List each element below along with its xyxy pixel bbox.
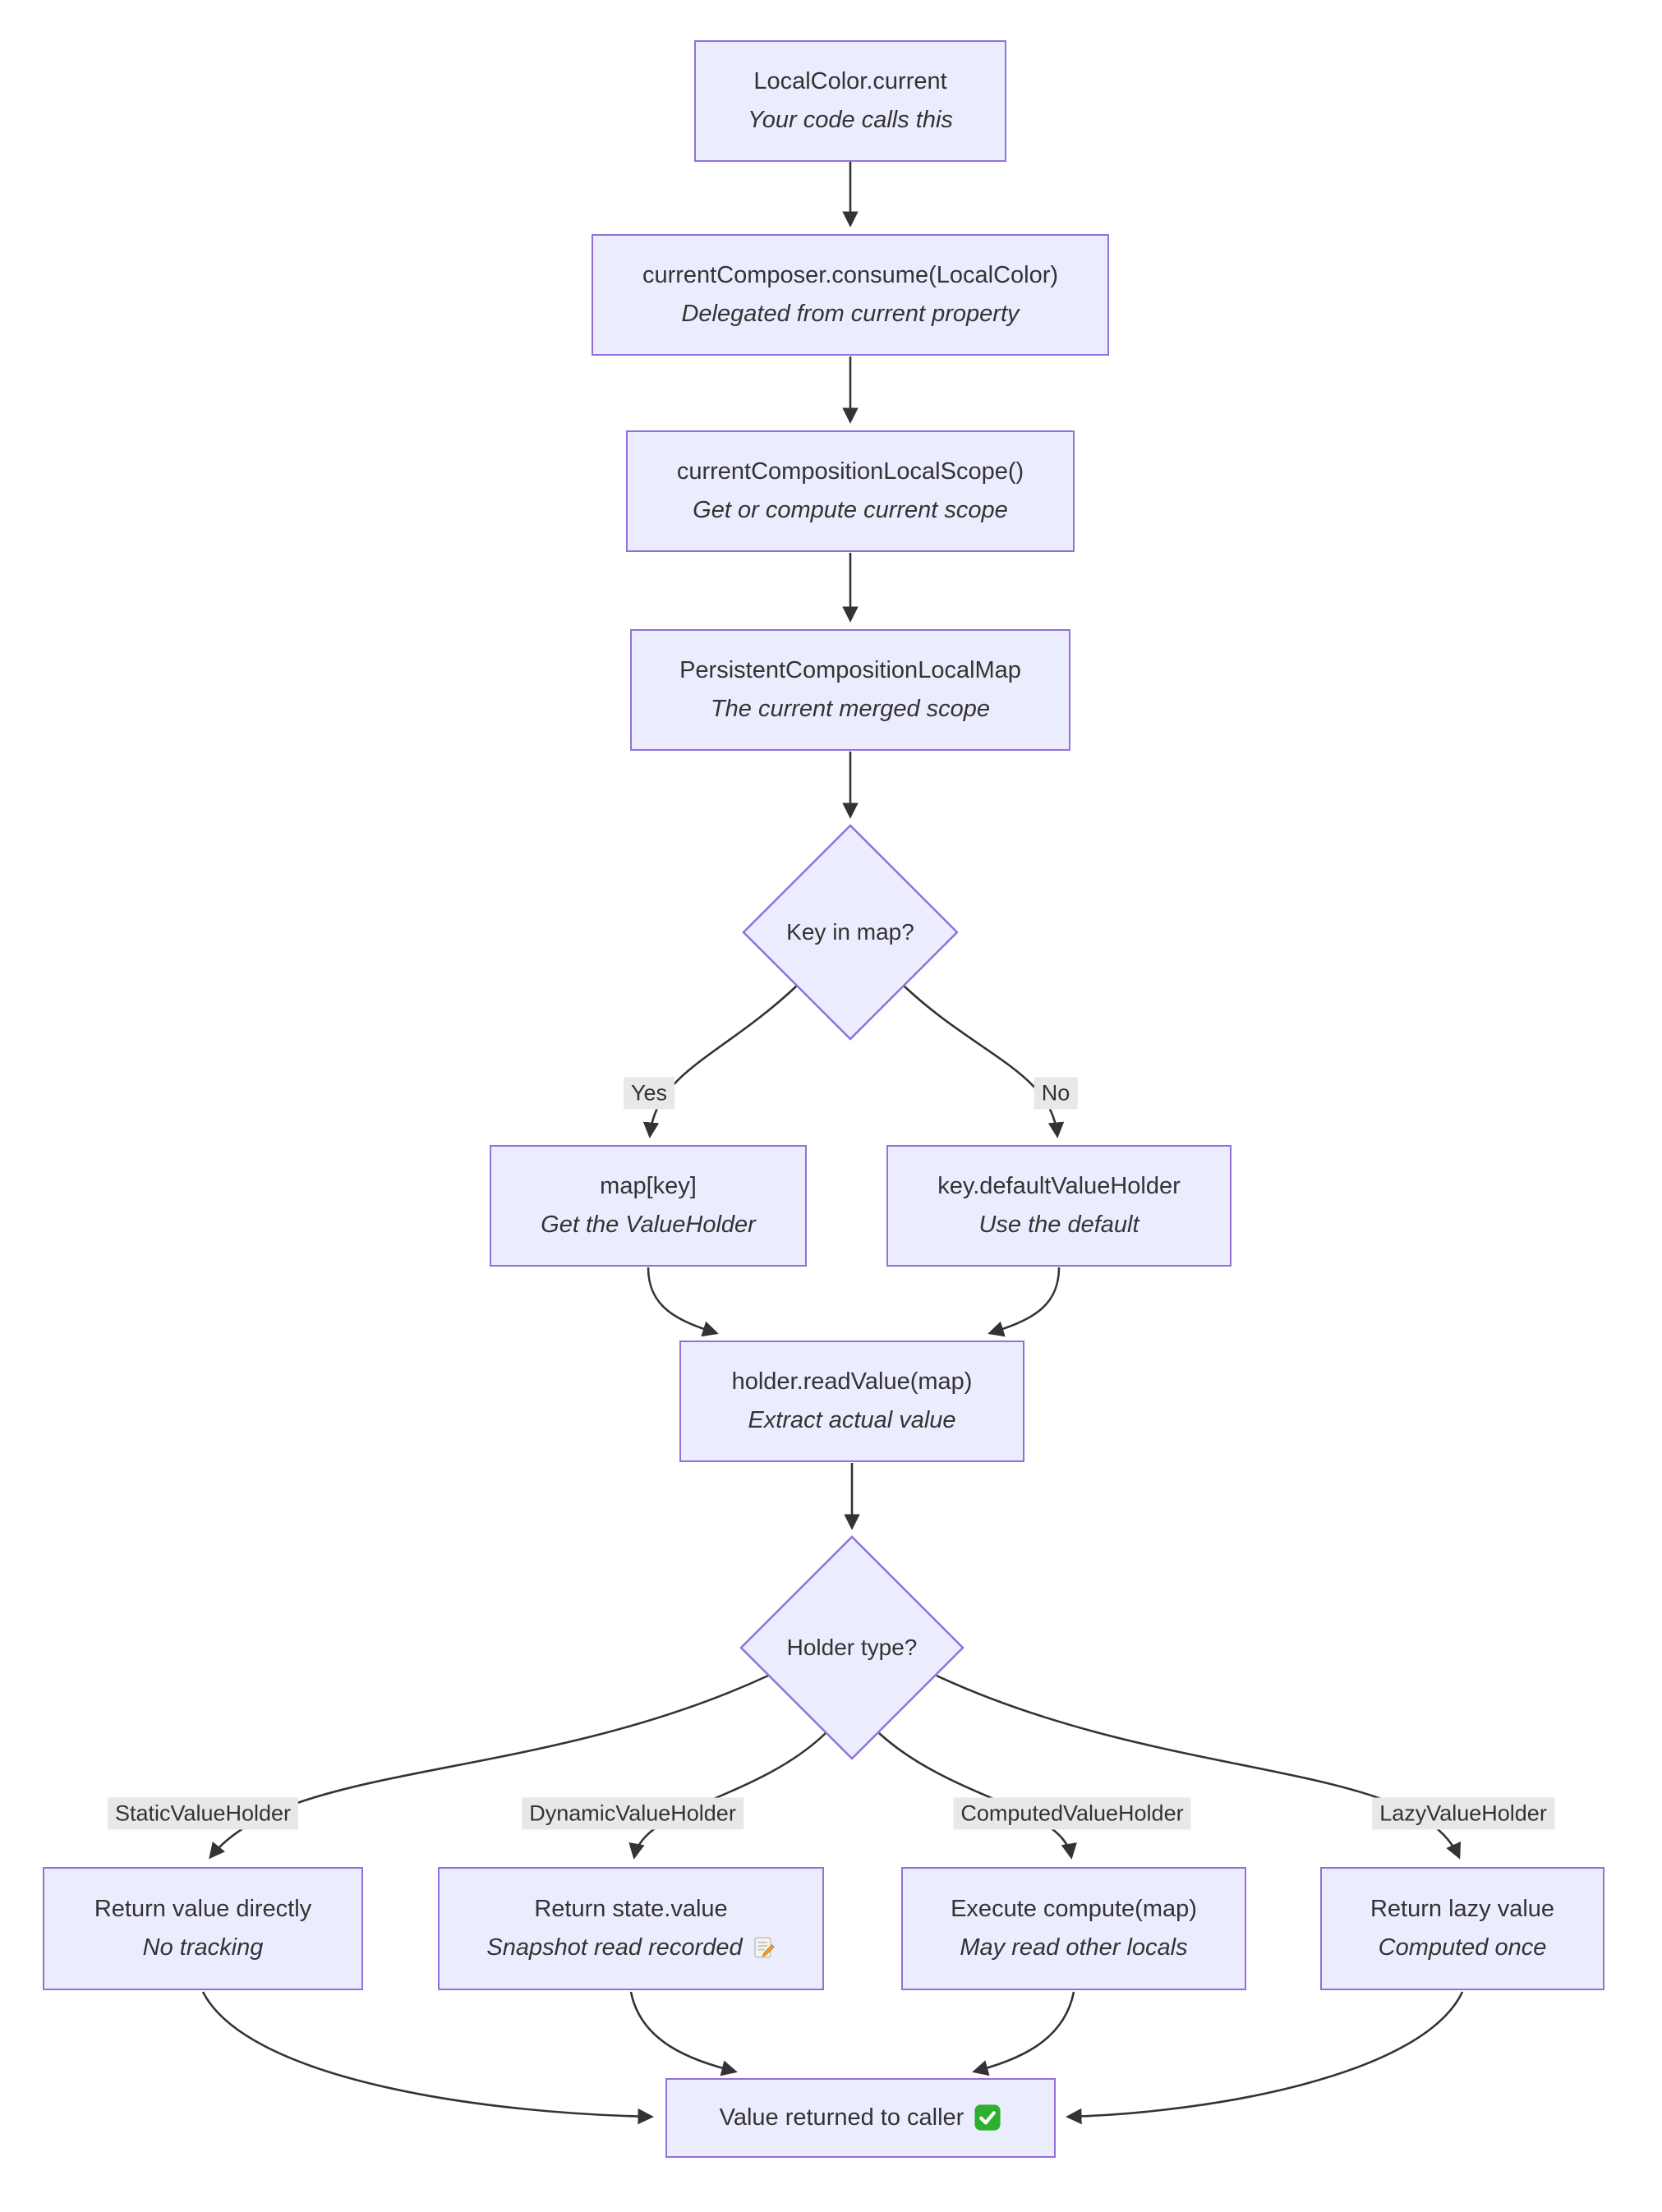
edge-dynamic-branch	[628, 1732, 826, 1860]
edge-lazy-branch	[936, 1674, 1461, 1860]
node-entry-subtitle: Your code calls this	[748, 107, 953, 133]
edge-computed-branch	[878, 1732, 1077, 1860]
key-decision-diamond	[742, 824, 959, 1041]
edge-computed-final	[972, 1991, 1075, 2076]
node-merged-map-subtitle: The current merged scope	[710, 696, 991, 722]
node-merged-map: PersistentCompositionLocalMap The curren…	[630, 629, 1070, 751]
node-default-holder-title: key.defaultValueHolder	[937, 1173, 1181, 1200]
edge-static-branch	[209, 1674, 769, 1860]
node-map-key-subtitle: Get the ValueHolder	[541, 1212, 756, 1238]
edge-label-yes: Yes	[623, 1077, 675, 1110]
node-consume-subtitle: Delegated from current property	[681, 301, 1020, 327]
node-final-result-text: Value returned to caller	[719, 2104, 965, 2132]
check-icon	[974, 2104, 1001, 2132]
memo-icon	[751, 1935, 776, 1960]
node-default-holder-subtitle: Use the default	[978, 1212, 1139, 1238]
edge-static-final	[201, 1991, 654, 2125]
node-computed-result-subtitle: May read other locals	[960, 1934, 1188, 1961]
edge-label-no: No	[1034, 1077, 1078, 1110]
node-computed-result-title: Execute compute(map)	[951, 1896, 1197, 1923]
edge-dynamic-final	[629, 1991, 738, 2076]
edge-yes-mapkey	[642, 985, 798, 1138]
node-scope-title: currentCompositionLocalScope()	[676, 458, 1024, 485]
holder-decision-label: Holder type?	[786, 1635, 918, 1660]
edge-lazy-final	[1066, 1991, 1464, 2125]
edge-default-readvalue	[988, 1267, 1061, 1337]
node-dynamic-result-title: Return state.value	[534, 1896, 728, 1923]
node-dynamic-result: Return state.value Snapshot read recorde…	[438, 1867, 824, 1990]
node-consume: currentComposer.consume(LocalColor) Dele…	[592, 234, 1109, 356]
key-decision-label: Key in map?	[786, 919, 914, 945]
node-entry-title: LocalColor.current	[753, 68, 947, 95]
node-dynamic-result-subtitle-text: Snapshot read recorded	[486, 1934, 743, 1961]
holder-decision-diamond	[739, 1535, 965, 1760]
node-dynamic-result-subtitle: Snapshot read recorded	[486, 1934, 775, 1962]
node-static-result: Return value directly No tracking	[43, 1867, 363, 1990]
edge-label-dynamic: DynamicValueHolder	[522, 1797, 744, 1830]
node-lazy-result: Return lazy value Computed once	[1320, 1867, 1604, 1990]
edge-mapkey-readvalue	[647, 1267, 719, 1337]
node-read-value-subtitle: Extract actual value	[748, 1407, 956, 1433]
node-default-holder: key.defaultValueHolder Use the default	[886, 1145, 1232, 1267]
node-merged-map-title: PersistentCompositionLocalMap	[679, 657, 1021, 684]
node-read-value: holder.readValue(map) Extract actual val…	[679, 1341, 1024, 1462]
node-static-result-title: Return value directly	[94, 1896, 312, 1923]
node-map-key: map[key] Get the ValueHolder	[490, 1145, 807, 1267]
node-read-value-title: holder.readValue(map)	[731, 1368, 973, 1396]
edge-label-computed: ComputedValueHolder	[953, 1797, 1191, 1830]
node-scope-subtitle: Get or compute current scope	[693, 497, 1008, 523]
node-consume-title: currentComposer.consume(LocalColor)	[642, 262, 1059, 289]
edge-no-default	[903, 985, 1065, 1138]
node-final-result: Value returned to caller	[665, 2078, 1056, 2158]
node-final-result-title: Value returned to caller	[720, 2104, 1002, 2132]
edge-label-lazy: LazyValueHolder	[1372, 1797, 1554, 1830]
node-static-result-subtitle: No tracking	[142, 1934, 264, 1961]
node-entry: LocalColor.current Your code calls this	[694, 40, 1006, 162]
node-lazy-result-subtitle: Computed once	[1378, 1934, 1547, 1961]
node-computed-result: Execute compute(map) May read other loca…	[901, 1867, 1246, 1990]
edge-label-static: StaticValueHolder	[107, 1797, 299, 1830]
node-map-key-title: map[key]	[600, 1173, 697, 1200]
node-lazy-result-title: Return lazy value	[1370, 1896, 1555, 1923]
node-scope: currentCompositionLocalScope() Get or co…	[626, 430, 1075, 552]
